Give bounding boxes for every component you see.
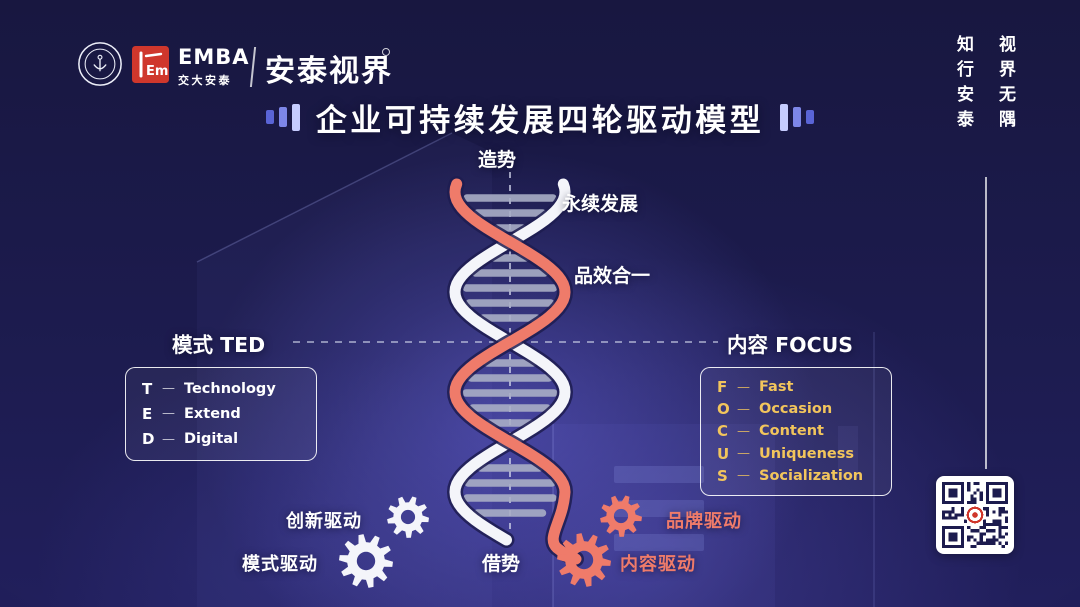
ted-word: Extend <box>184 405 241 422</box>
slide-title: 企业可持续发展四轮驱动模型 <box>315 102 765 139</box>
ted-word: Digital <box>184 431 239 448</box>
focus-heading: 内容 FOCUS <box>727 333 854 357</box>
university-seal-logo <box>78 42 122 86</box>
top-axis-label: 造势 <box>478 149 517 171</box>
ted-letter: E <box>142 404 153 423</box>
ted-heading: 模式 TED <box>172 333 266 357</box>
decoration-bar <box>780 103 789 131</box>
slogan-vertical-inner: 知行安泰 <box>953 35 973 135</box>
focus-row: F — Fast <box>717 378 875 396</box>
ted-word: Technology <box>184 380 276 397</box>
slogan-vertical-outer: 视界无隅 <box>995 35 1015 135</box>
drive-label-innovation: 创新驱动 <box>286 511 362 532</box>
bottom-axis-label: 借势 <box>482 553 521 575</box>
qr-code-pattern <box>942 482 1008 548</box>
row-separator: — <box>162 431 175 447</box>
emba-logo-text: EMBA 交大安泰 <box>178 47 250 88</box>
qr-code <box>936 476 1014 554</box>
focus-row: O — Occasion <box>717 400 875 418</box>
emba-sublabel: 交大安泰 <box>178 74 232 87</box>
focus-letter: C <box>717 422 729 441</box>
focus-letter: F <box>717 378 728 397</box>
focus-letter: O <box>717 400 730 419</box>
ted-letter: T <box>142 379 153 398</box>
gear-icon-brand <box>600 495 642 537</box>
brand-title: 安泰视界 <box>265 54 393 89</box>
emba-badge-logo: Em <box>132 46 169 83</box>
focus-word: Content <box>759 423 824 440</box>
decoration-bar <box>793 107 802 127</box>
title-decoration-bars-right <box>780 103 815 131</box>
focus-row: U — Uniqueness <box>717 445 875 463</box>
drive-label-content: 内容驱动 <box>620 554 696 575</box>
focus-row: C — Content <box>717 422 875 440</box>
focus-word: Fast <box>759 379 794 396</box>
focus-word: Occasion <box>759 401 833 418</box>
drive-label-brand: 品牌驱动 <box>666 511 742 532</box>
row-separator: — <box>737 379 750 395</box>
row-separator: — <box>737 446 750 462</box>
ted-row: T — Technology <box>142 380 300 398</box>
ted-row: D — Digital <box>142 430 300 448</box>
rail-divider-line <box>985 177 987 469</box>
decoration-bar <box>806 110 815 124</box>
ted-letter: D <box>142 430 155 449</box>
row-separator: — <box>737 468 750 484</box>
focus-letter: U <box>717 444 730 463</box>
focus-letter: S <box>717 466 728 485</box>
decoration-bar <box>278 107 287 127</box>
slide-title-row: 企业可持续发展四轮驱动模型 <box>0 97 1080 139</box>
row-separator: — <box>737 423 750 439</box>
gear-icon-innovation <box>387 496 429 538</box>
focus-word: Socialization <box>759 467 864 484</box>
ted-row: E — Extend <box>142 405 300 423</box>
gear-icon-content <box>557 533 611 587</box>
gear-icon-model <box>339 534 393 588</box>
focus-word: Uniqueness <box>759 445 855 462</box>
badge-text: Em <box>146 64 168 79</box>
decoration-bar <box>265 110 274 124</box>
row-separator: — <box>737 401 750 417</box>
row-separator: — <box>162 406 175 422</box>
ted-model-box: T — Technology E — Extend D — Digital <box>125 367 317 461</box>
row-separator: — <box>162 381 175 397</box>
brand-registered-mark <box>382 48 390 56</box>
dna-label-brand-effect: 品效合一 <box>574 265 651 287</box>
emba-label: EMBA <box>178 45 250 69</box>
drive-label-model: 模式驱动 <box>242 554 318 575</box>
decoration-bar <box>291 103 300 131</box>
focus-row: S — Socialization <box>717 467 875 485</box>
focus-model-box: F — Fast O — Occasion C — Content U — Un… <box>700 367 892 496</box>
title-decoration-bars-left <box>265 103 300 131</box>
dna-label-sustainable: 永续发展 <box>562 193 639 215</box>
